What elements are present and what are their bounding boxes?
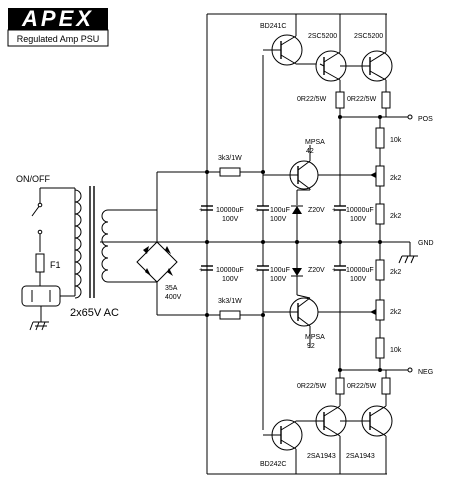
secondary-winding	[101, 209, 109, 283]
neg-divider-bottom-resistor	[375, 337, 385, 359]
svg-text:+: +	[332, 207, 336, 214]
switch-contact-top	[37, 202, 43, 208]
positive-section: + 10000uF 100V 3k3/1W + 100uF 100V Z20V	[199, 14, 433, 244]
negative-section: + 10000uF 100V 3k3/1W + 100uF 100V Z20V	[199, 242, 433, 474]
logo-block: APEX Regulated Amp PSU	[7, 6, 109, 47]
neg-output2-label: 2SA1943	[346, 453, 375, 460]
neg-reg-name: MPSA	[305, 334, 325, 341]
pos-emitter-resistor-2	[381, 91, 391, 109]
brand-subtitle: Regulated Amp PSU	[17, 34, 100, 44]
pos-emitter-label-2: 0R22/5W	[347, 96, 377, 103]
pos-bias-resistor	[219, 167, 241, 177]
switch-label: ON/OFF	[16, 174, 50, 184]
pos-div-pot-label: 2k2	[390, 175, 401, 182]
neg-reg-num: 92	[307, 343, 315, 350]
rail-wires	[100, 13, 410, 475]
pos-cap-small-volt: 100V	[270, 216, 287, 223]
pos-zener-label: Z20V	[308, 207, 325, 214]
bridge-rectifier: 35A 400V	[136, 171, 207, 316]
svg-text:+: +	[199, 207, 203, 214]
mains-socket	[21, 285, 61, 307]
svg-text:+: +	[255, 207, 259, 214]
neg-cap-out-value: 10000uF	[346, 267, 374, 274]
pos-cap-out-volt: 100V	[350, 216, 367, 223]
pos-reg-num: 42	[306, 148, 314, 155]
neg-emitter-label-2: 0R22/5W	[347, 383, 377, 390]
neg-zener-label: Z20V	[308, 267, 325, 274]
neg-rail-label: NEG	[418, 369, 433, 376]
pos-div-top-label: 10k	[390, 137, 402, 144]
pos-divider-pot	[375, 165, 385, 187]
pos-reg-name: MPSA	[305, 139, 325, 146]
neg-emitter-label-1: 0R22/5W	[297, 383, 327, 390]
neg-cap-out-volt: 100V	[350, 276, 367, 283]
brand-logo: APEX	[21, 6, 94, 31]
pos-output2-label: 2SC5200	[354, 33, 383, 40]
pos-div-bottom-label: 2k2	[390, 213, 401, 220]
input-section: ON/OFF F1 2x65V AC	[16, 174, 157, 331]
bridge-voltage: 400V	[165, 294, 182, 301]
neg-bias-resistor-label: 3k3/1W	[218, 298, 242, 305]
neg-cap-small-value: 100uF	[270, 267, 290, 274]
neg-cap-main-volt: 100V	[222, 276, 239, 283]
pos-output1-label: 2SC5200	[308, 33, 337, 40]
neg-emitter-resistor-2	[381, 377, 391, 395]
primary-winding	[74, 189, 82, 299]
neg-bias-resistor	[219, 310, 241, 320]
pos-divider-top-resistor	[375, 127, 385, 149]
neg-cap-small-volt: 100V	[270, 276, 287, 283]
bridge-current: 35A	[165, 285, 178, 292]
pos-emitter-resistor-1	[335, 91, 345, 109]
neg-div-top-label: 2k2	[390, 269, 401, 276]
svg-text:+: +	[255, 267, 259, 274]
pos-cap-main-value: 10000uF	[216, 207, 244, 214]
pos-divider-bottom-resistor	[375, 203, 385, 225]
svg-text:+: +	[199, 267, 203, 274]
neg-div-pot-label: 2k2	[390, 309, 401, 316]
transformer-label: 2x65V AC	[70, 307, 119, 319]
neg-emitter-resistor-1	[335, 377, 345, 395]
pos-driver-label: BD241C	[260, 23, 286, 30]
neg-output1-label: 2SA1943	[307, 453, 336, 460]
switch-contact-bottom	[37, 229, 43, 235]
neg-divider-top-resistor	[375, 259, 385, 281]
pos-emitter-label-1: 0R22/5W	[297, 96, 327, 103]
neg-div-bottom-label: 10k	[390, 347, 402, 354]
fuse-symbol	[35, 253, 45, 273]
pos-cap-out-value: 10000uF	[346, 207, 374, 214]
pos-cap-small-value: 100uF	[270, 207, 290, 214]
neg-divider-pot	[375, 299, 385, 321]
pos-cap-main-volt: 100V	[222, 216, 239, 223]
pos-bias-resistor-label: 3k3/1W	[218, 155, 242, 162]
svg-text:+: +	[332, 267, 336, 274]
gnd-rail-label: GND	[418, 240, 434, 247]
pos-rail-label: POS	[418, 116, 433, 123]
neg-driver-label: BD242C	[260, 461, 286, 468]
ground-section: GND	[398, 240, 434, 264]
neg-cap-main-value: 10000uF	[216, 267, 244, 274]
fuse-label: F1	[50, 260, 61, 270]
